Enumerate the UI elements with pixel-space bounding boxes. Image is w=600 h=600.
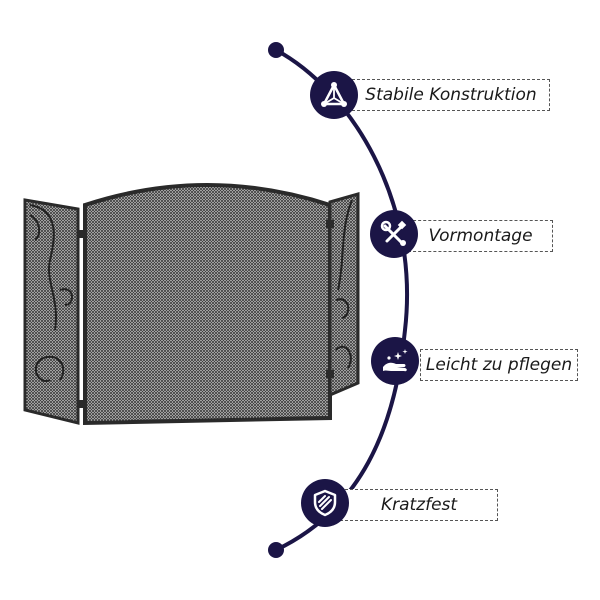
- connector-dot-top: [268, 42, 284, 58]
- connector-dot-bottom: [268, 542, 284, 558]
- left-panel: [23, 198, 80, 425]
- feature-label-kratzfest: Kratzfest: [340, 489, 498, 521]
- right-panel: [328, 192, 360, 398]
- feature-label-leicht-zu-pflegen: Leicht zu pflegen: [420, 349, 578, 381]
- feature-label-vormontage: Vormontage: [408, 220, 553, 252]
- fireplace-screen-image: [23, 183, 360, 426]
- shield-icon: [301, 479, 349, 527]
- feature-label-stabile-konstruktion: Stabile Konstruktion: [352, 79, 550, 111]
- triangle-structure-icon: [310, 71, 358, 119]
- center-panel: [83, 183, 332, 426]
- hand-cleaning-icon: [371, 337, 419, 385]
- wrench-screwdriver-icon: [370, 210, 418, 258]
